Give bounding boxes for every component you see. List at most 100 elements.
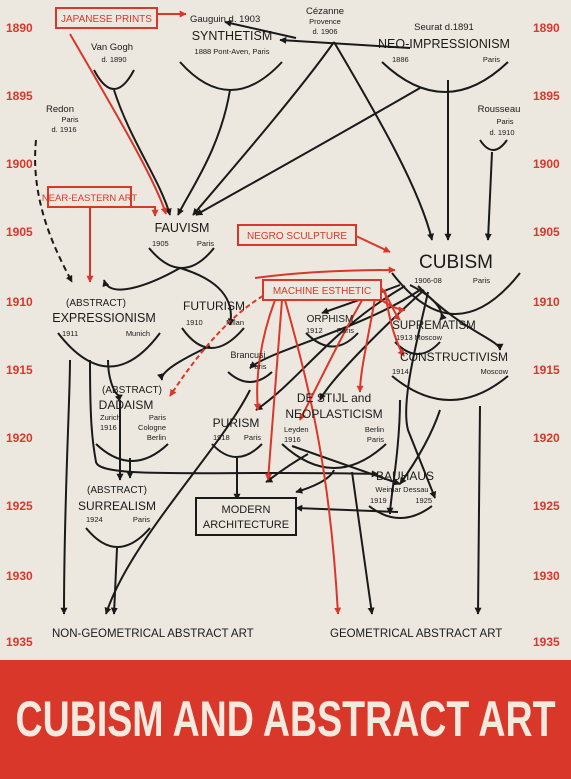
constructivism-label: CONSTRUCTIVISM [400, 350, 508, 364]
futurism-place: Milan [226, 318, 244, 327]
movement-labels: Gauguin d. 1903 SYNTHETISM 1888 Pont-Ave… [46, 6, 520, 524]
year-right-8: 1930 [533, 569, 560, 583]
de-stijl-label1: DE STIJL and [297, 391, 371, 405]
surrealism-place: Paris [133, 515, 150, 524]
surrealism-year: 1924 [86, 515, 103, 524]
near-eastern-art-box [47, 186, 132, 208]
de-stijl-label2: NEOPLASTICISM [285, 407, 382, 421]
year-right-4: 1910 [533, 295, 560, 309]
year-left-0: 1890 [6, 21, 33, 35]
fauvism-label: FAUVISM [155, 221, 210, 235]
expressionism-label1: (ABSTRACT) [66, 298, 126, 309]
cezanne-sub2: d. 1906 [312, 27, 337, 36]
machine-esthetic-box [262, 279, 382, 301]
bauhaus-sub1: Weimar Dessau [375, 485, 428, 494]
orphism-label: ORPHISM [307, 314, 354, 325]
bowl-de-stijl [281, 443, 387, 469]
redon-sub2: d. 1916 [51, 125, 76, 134]
rousseau-sub2: d. 1910 [489, 128, 514, 137]
year-axis: 1890 1895 1900 1905 1910 1915 1920 1925 … [6, 21, 560, 649]
geometrical-abstract-art: GEOMETRICAL ABSTRACT ART [330, 628, 502, 640]
modern-architecture-label1: MODERN [222, 504, 271, 516]
year-right-9: 1935 [533, 635, 560, 649]
futurism-label: FUTURISM [183, 299, 245, 313]
year-right-0: 1890 [533, 21, 560, 35]
de-stijl-sub1-left: Leyden [284, 425, 309, 434]
japanese-prints-box [55, 7, 158, 29]
expressionism-place: Munich [126, 329, 150, 338]
surrealism-label2: SURREALISM [78, 499, 156, 513]
rousseau-sub1: Paris [496, 117, 513, 126]
year-left-5: 1915 [6, 363, 33, 377]
near-eastern-art-label: NEAR-EASTERN ART [42, 193, 138, 204]
year-left-7: 1925 [6, 499, 33, 513]
gauguin-label: Gauguin d. 1903 [190, 14, 260, 25]
japanese-prints-label: JAPANESE PRINTS [61, 14, 152, 25]
bowl-futurism [181, 327, 245, 349]
bowl-van-gogh [93, 69, 135, 90]
neo-impressionism-label: NEO-IMPRESSIONISM [378, 37, 510, 51]
bauhaus-label: BAUHAUS [376, 469, 434, 483]
expressionism-label2: EXPRESSIONISM [52, 311, 156, 325]
bauhaus-sub2-right: 1925 [415, 496, 432, 505]
year-left-6: 1920 [6, 431, 33, 445]
cezanne-label: Cézanne [306, 6, 344, 17]
surrealism-label1: (ABSTRACT) [87, 485, 147, 496]
bowl-purism [211, 443, 263, 458]
machine-esthetic-label: MACHINE ESTHETIC [273, 286, 371, 297]
year-left-1: 1895 [6, 89, 33, 103]
cubism-label: CUBISM [419, 252, 493, 273]
dadaism-sub1-right: Paris [149, 413, 166, 422]
van-gogh-label: Van Gogh [91, 42, 133, 53]
dadaism-sub1-left: Zurich [100, 413, 121, 422]
modern-architecture-box [195, 497, 297, 536]
futurism-year: 1910 [186, 318, 203, 327]
year-left-4: 1910 [6, 295, 33, 309]
neo-impressionism-year: 1886 [392, 55, 409, 64]
fauvism-place: Paris [197, 239, 214, 248]
year-right-7: 1925 [533, 499, 560, 513]
bowl-orphism [305, 332, 359, 348]
synthetism-sub: 1888 Pont-Aven, Paris [195, 47, 270, 56]
bowl-dadaism [95, 443, 169, 462]
negro-sculpture-box [237, 224, 357, 246]
banner-title: CUBISM AND ABSTRACT ART [16, 691, 556, 747]
arrow-redon-expressionism [34, 139, 73, 283]
brancusi-label: Brancusi [230, 350, 265, 360]
cubism-year: 1906-08 [414, 276, 442, 285]
year-right-1: 1895 [533, 89, 560, 103]
de-stijl-sub2-right: Paris [367, 435, 384, 444]
dadaism-label1: (ABSTRACT) [102, 385, 162, 396]
bowl-rousseau [479, 139, 508, 151]
cubism-place: Paris [473, 276, 490, 285]
de-stijl-sub2-left: 1916 [284, 435, 301, 444]
year-left-8: 1930 [6, 569, 33, 583]
influence-arrows-red [69, 10, 406, 615]
expressionism-year: 1911 [62, 329, 78, 338]
dadaism-sub2-left: 1916 [100, 423, 117, 432]
bowl-bauhaus [368, 505, 433, 519]
van-gogh-sub: d. 1890 [101, 55, 126, 64]
year-left-3: 1905 [6, 225, 33, 239]
year-left-2: 1900 [6, 157, 33, 171]
bowl-synthetism [179, 61, 283, 91]
year-left-9: 1935 [6, 635, 33, 649]
bowl-constructivism [391, 375, 509, 401]
year-right-6: 1920 [533, 431, 560, 445]
suprematism-place: Moscow [414, 333, 442, 342]
non-geometrical-abstract-art: NON-GEOMETRICAL ABSTRACT ART [52, 628, 254, 640]
year-right-3: 1905 [533, 225, 560, 239]
neo-impressionism-place: Paris [483, 55, 500, 64]
title-banner [0, 660, 571, 779]
bowl-surrealism [85, 527, 151, 548]
cezanne-sub1: Provence [309, 17, 341, 26]
negro-sculpture-label: NEGRO SCULPTURE [247, 231, 347, 242]
dadaism-sub2-right: Cologne [138, 423, 166, 432]
suprematism-label: SUPREMATISM [392, 320, 476, 332]
brancusi-sub: Paris [249, 362, 266, 371]
constructivism-place: Moscow [480, 367, 508, 376]
seurat-label: Seurat d.1891 [414, 22, 474, 33]
redon-label: Redon [46, 104, 74, 115]
